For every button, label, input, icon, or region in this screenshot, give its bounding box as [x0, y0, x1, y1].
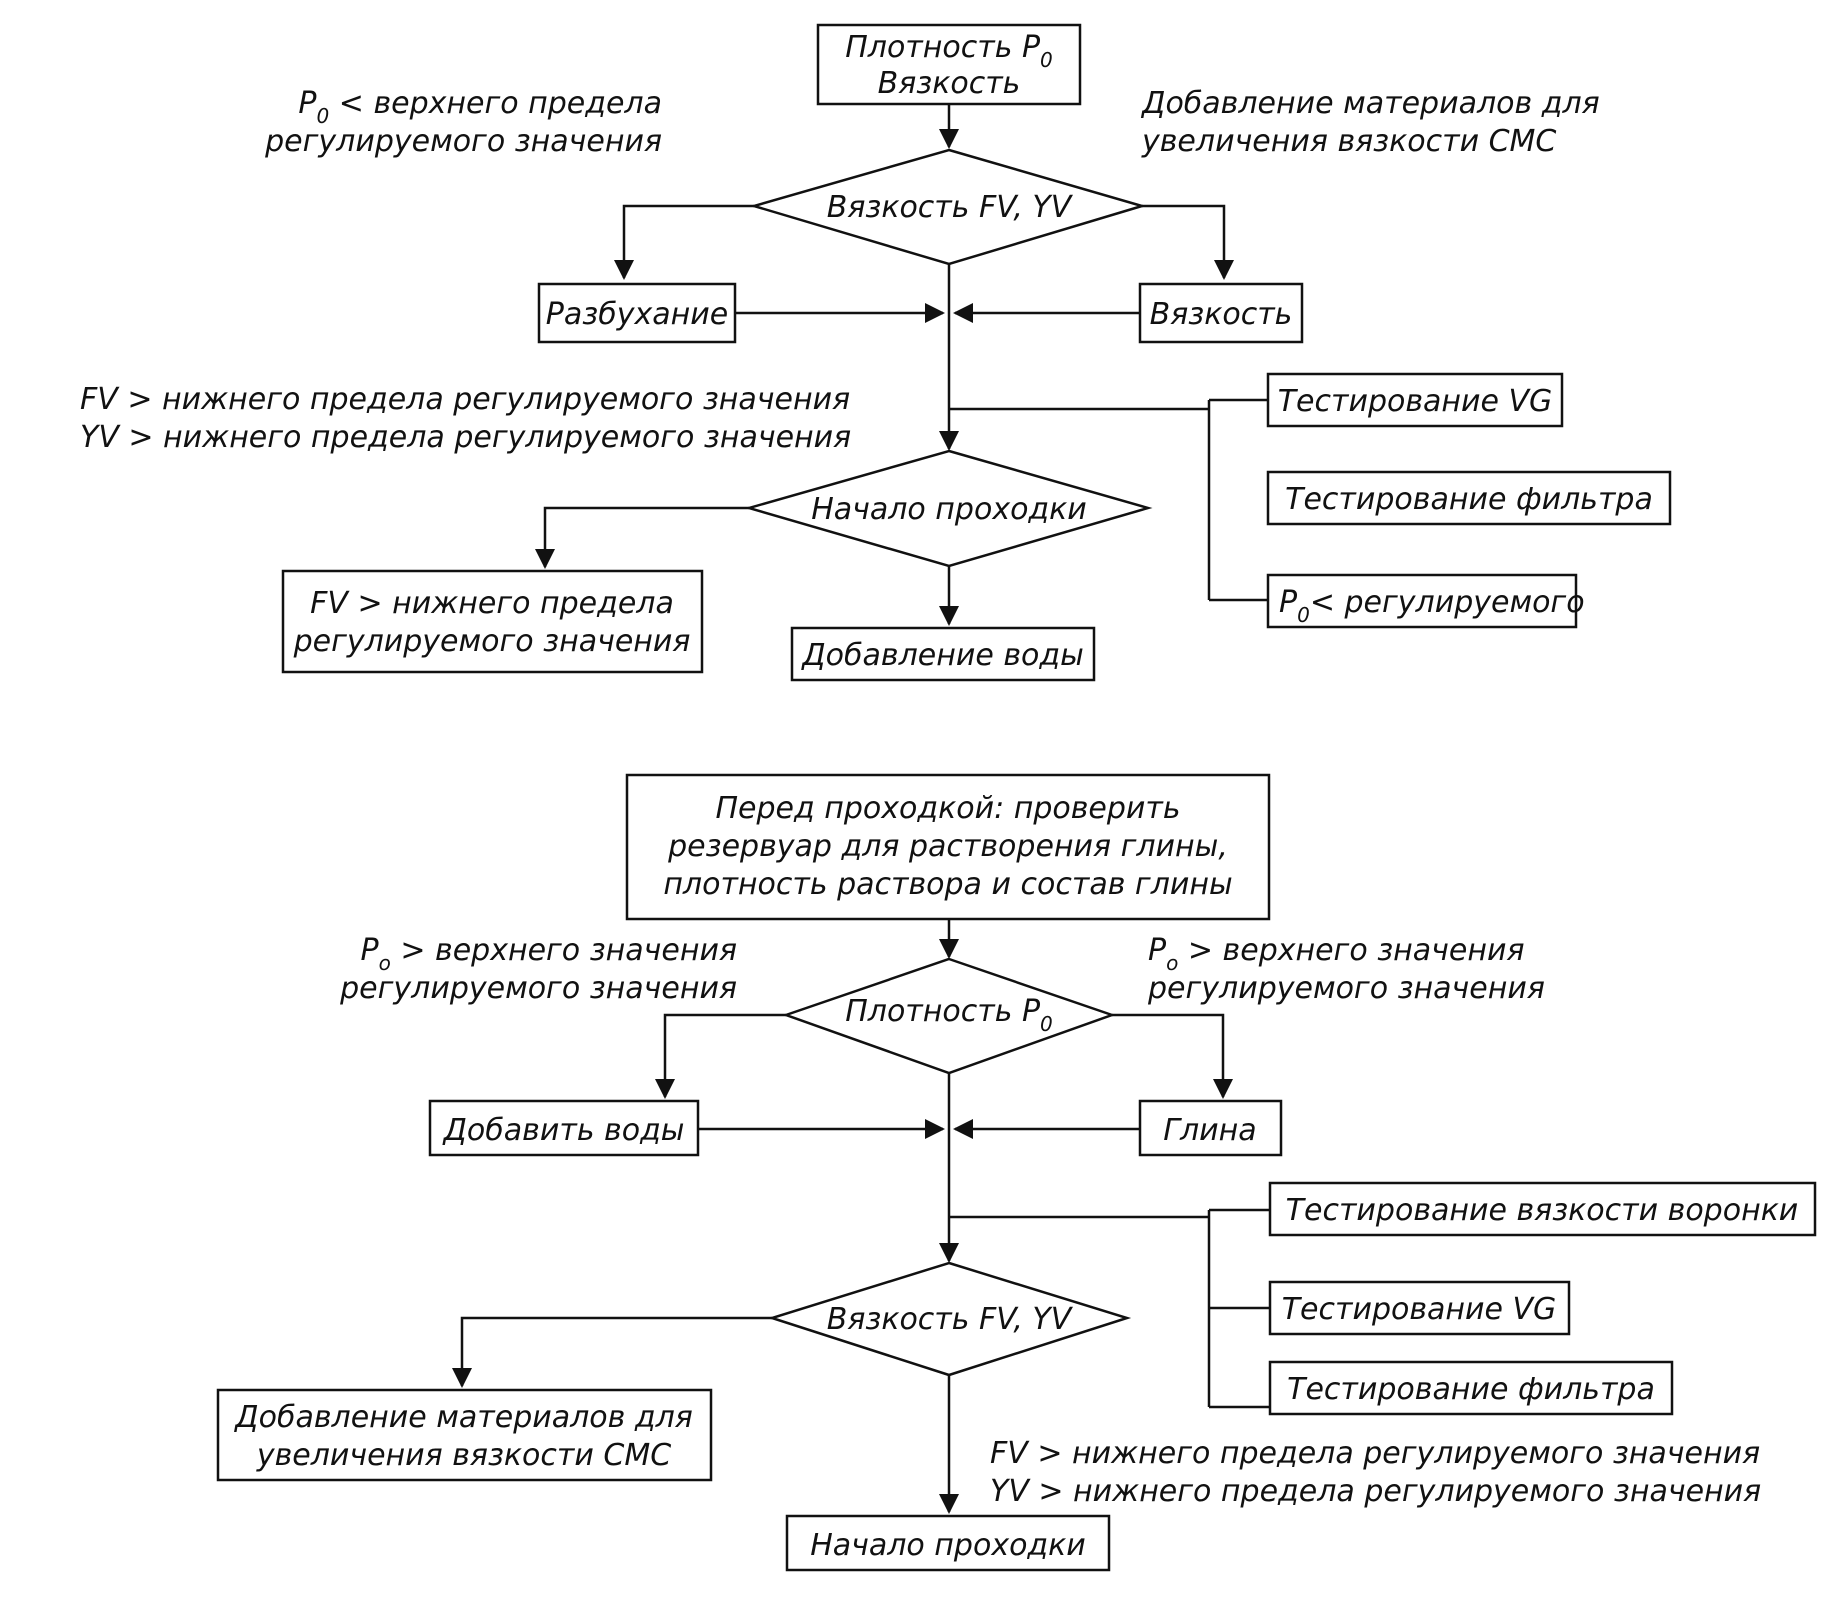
bottom-connectors — [452, 919, 1270, 1514]
top-decision-viscosity: Вязкость FV, YV — [749, 148, 1147, 266]
bottom-start-line1: Перед проходкой: проверить — [715, 791, 1180, 826]
top-decision-start-drilling: Начало проходки — [744, 449, 1153, 568]
bottom-test-vg: Тестирование VG — [1268, 1280, 1571, 1336]
top-start-line2: Вязкость — [878, 66, 1021, 101]
top-decision-start-drilling-label: Начало проходки — [811, 492, 1087, 527]
top-test-filter: Тестирование фильтра — [1266, 470, 1672, 526]
bottom-start-box: Перед проходкой: проверить резервуар для… — [625, 773, 1271, 921]
bottom-test-funnel-label: Тестирование вязкости воронки — [1286, 1193, 1799, 1228]
top-test-filter-label: Тестирование фильтра — [1285, 482, 1653, 517]
top-box-add-water: Добавление воды — [790, 626, 1096, 682]
top-box-fv-limit: FV > нижнего предела регулируемого значе… — [281, 569, 704, 674]
arrow-to-add-water — [655, 1013, 786, 1099]
bottom-box-add-water-label: Добавить воды — [441, 1113, 684, 1148]
bottom-decision-viscosity-label: Вязкость FV, YV — [827, 1302, 1074, 1337]
bottom-end-condition-line2: YV > нижнего предела регулируемого значе… — [990, 1474, 1761, 1509]
top-right-condition-line2: увеличения вязкости СМС — [1141, 124, 1556, 159]
top-start-box: Плотность P0 Вязкость — [816, 23, 1082, 106]
bottom-box-clay: Глина — [1138, 1099, 1283, 1157]
top-test-vg: Тестирование VG — [1266, 372, 1564, 428]
top-box-swelling: Разбухание — [537, 282, 737, 344]
top-box-fv-limit-line2: регулируемого значения — [293, 624, 691, 659]
bottom-flowchart: Перед проходкой: проверить резервуар для… — [216, 773, 1817, 1572]
bottom-test-funnel: Тестирование вязкости воронки — [1268, 1181, 1817, 1237]
arrow-to-swelling — [614, 204, 754, 280]
top-right-condition-line1: Добавление материалов для — [1140, 86, 1600, 121]
bottom-box-add-water: Добавить воды — [428, 1099, 700, 1157]
top-flowchart: Плотность P0 Вязкость P0 < верхнего пред… — [80, 23, 1672, 682]
top-test-vg-label: Тестирование VG — [1278, 384, 1553, 419]
arrow-to-viscosity — [1142, 204, 1234, 280]
arrow-to-fv-limit — [535, 506, 749, 569]
bottom-test-filter-label: Тестирование фильтра — [1287, 1372, 1655, 1407]
bottom-start-line2: резервуар для растворения глины, — [667, 829, 1228, 864]
top-mid-condition-line2: YV > нижнего предела регулируемого значе… — [80, 420, 851, 455]
bottom-right-condition-line2: регулируемого значения — [1147, 971, 1545, 1006]
top-test-p0-label: P0< регулируемого — [1279, 585, 1585, 627]
top-decision-viscosity-label: Вязкость FV, YV — [827, 190, 1074, 225]
arrow-to-clay — [1112, 1013, 1233, 1099]
top-start-line1: Плотность P0 — [845, 30, 1053, 72]
top-box-add-water-label: Добавление воды — [800, 638, 1084, 673]
bottom-box-add-materials-line1: Добавление материалов для — [233, 1400, 693, 1435]
bottom-end-condition-line1: FV > нижнего предела регулируемого значе… — [990, 1436, 1760, 1471]
top-left-condition-line2: регулируемого значения — [264, 124, 662, 159]
bottom-decision-viscosity: Вязкость FV, YV — [767, 1261, 1132, 1377]
top-box-viscosity: Вязкость — [1138, 282, 1304, 344]
top-left-condition-line1: P0 < верхнего предела — [298, 86, 662, 128]
bottom-decision-density: Плотность P0 — [782, 957, 1116, 1075]
top-mid-condition-line1: FV > нижнего предела регулируемого значе… — [80, 382, 850, 417]
top-box-swelling-label: Разбухание — [546, 297, 728, 332]
bottom-left-condition-line1: Po > верхнего значения — [360, 933, 737, 975]
bottom-box-clay-label: Глина — [1163, 1113, 1256, 1148]
bottom-box-add-materials-line2: увеличения вязкости СМС — [256, 1438, 671, 1473]
bottom-right-condition-line1: Po > верхнего значения — [1148, 933, 1525, 975]
top-box-fv-limit-line1: FV > нижнего предела — [310, 586, 674, 621]
bottom-box-add-materials: Добавление материалов для увеличения вяз… — [216, 1388, 713, 1482]
bottom-start-line3: плотность раствора и состав глины — [663, 867, 1232, 902]
top-connectors — [535, 104, 1268, 626]
bottom-test-filter: Тестирование фильтра — [1268, 1360, 1674, 1416]
arrow-to-add-materials — [452, 1316, 772, 1388]
bottom-left-condition-line2: регулируемого значения — [339, 971, 737, 1006]
top-test-p0: P0< регулируемого — [1266, 573, 1585, 629]
top-box-viscosity-label: Вязкость — [1150, 297, 1293, 332]
bottom-box-start-drilling-label: Начало проходки — [810, 1528, 1086, 1563]
bottom-box-start-drilling: Начало проходки — [785, 1514, 1111, 1572]
bottom-test-vg-label: Тестирование VG — [1282, 1292, 1557, 1327]
bottom-decision-density-label: Плотность P0 — [845, 994, 1053, 1036]
